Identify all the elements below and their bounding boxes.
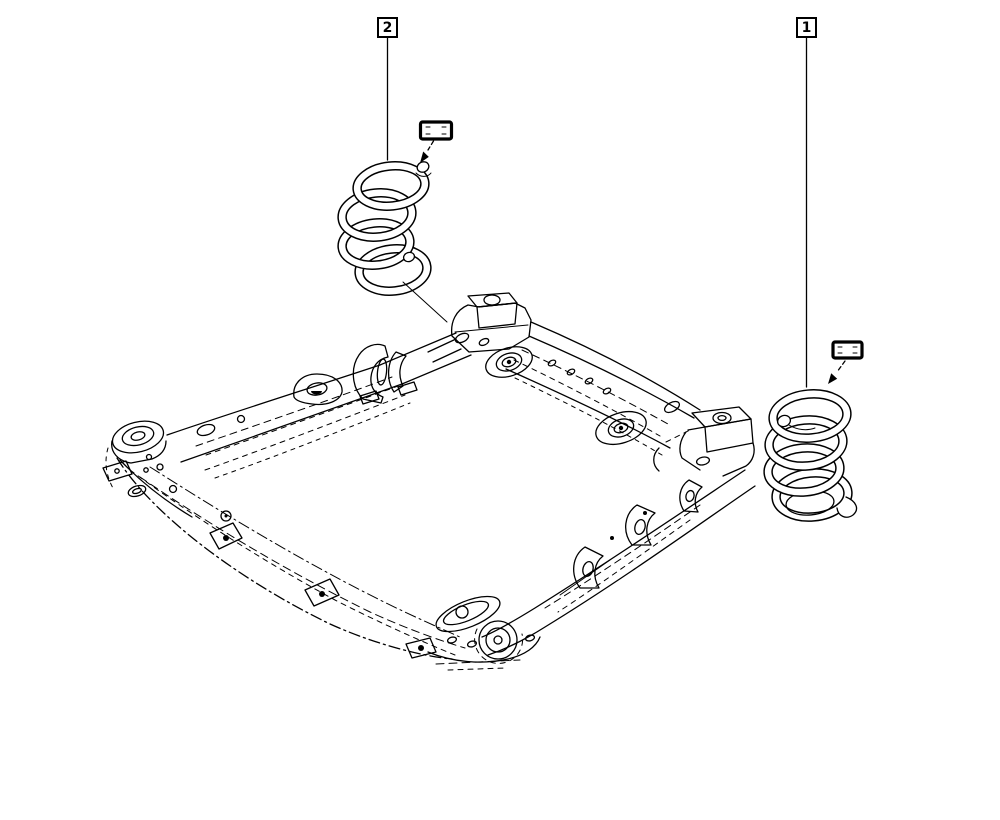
upper-left-beam bbox=[166, 332, 472, 479]
arm-bracket bbox=[679, 479, 703, 513]
bottom-corner-mount bbox=[405, 595, 541, 671]
coil-end-tip bbox=[836, 496, 858, 518]
bottom-right-rail bbox=[481, 469, 756, 656]
clamp-bracket bbox=[352, 343, 389, 404]
coil-end-tip bbox=[416, 161, 430, 173]
spring-seat-pad-right-icon bbox=[828, 340, 864, 384]
control-arm-mount bbox=[595, 410, 647, 446]
arm-bracket bbox=[573, 546, 604, 589]
control-arm-mount bbox=[485, 346, 533, 378]
arm-bracket bbox=[625, 504, 656, 546]
bottom-left-rail bbox=[116, 457, 466, 660]
top-corner-tower bbox=[402, 281, 533, 378]
pad-rect bbox=[418, 120, 454, 141]
coil-spring-left[interactable] bbox=[335, 158, 433, 299]
callout-box-1[interactable]: 1 bbox=[796, 17, 817, 38]
arrowhead bbox=[420, 151, 429, 163]
coil-spring-right[interactable] bbox=[762, 386, 858, 524]
coil-end-tip bbox=[776, 414, 792, 428]
bushing bbox=[478, 620, 518, 660]
callout-box-2[interactable]: 2 bbox=[377, 17, 398, 38]
right-corner-tower bbox=[653, 406, 755, 477]
arrowhead bbox=[828, 373, 838, 384]
left-corner-mount bbox=[102, 420, 178, 498]
pad-rect bbox=[831, 340, 864, 360]
spring-seat-pad-left-icon bbox=[418, 120, 454, 163]
front-subframe bbox=[102, 281, 756, 671]
steering-mount-boss bbox=[293, 373, 343, 406]
main-crossmember bbox=[505, 321, 701, 456]
